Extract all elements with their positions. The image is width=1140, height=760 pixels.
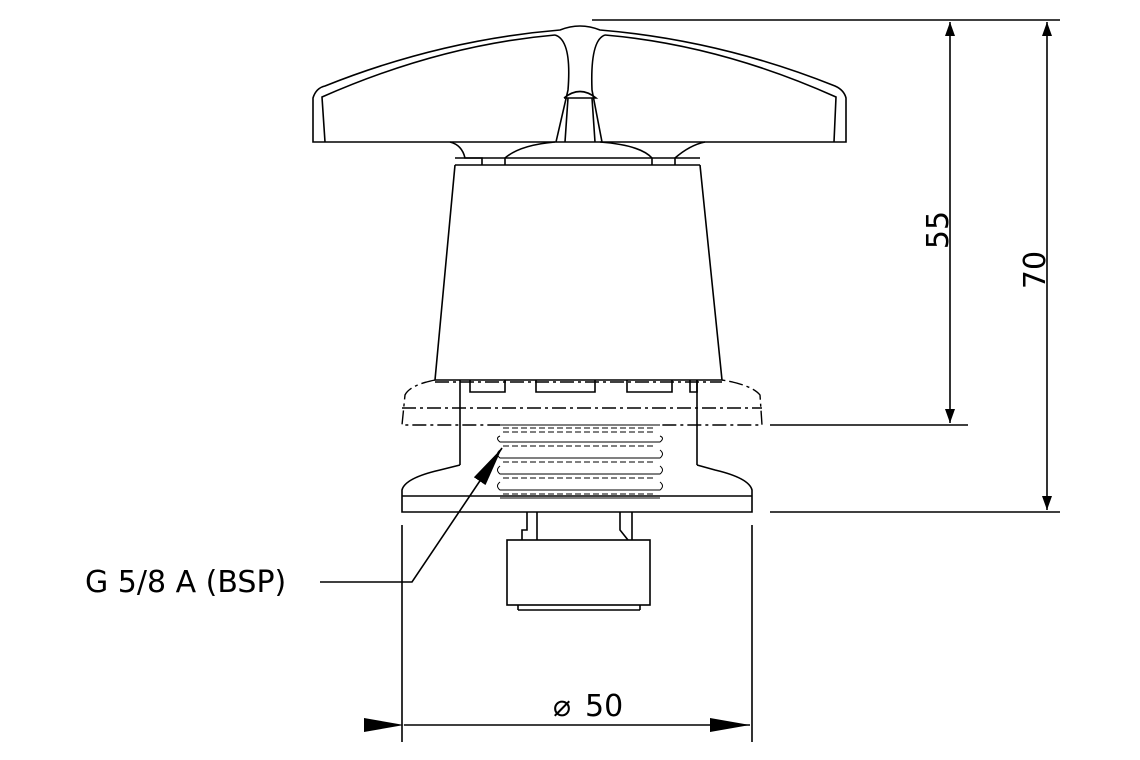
upper-flange — [401, 379, 763, 426]
diameter-symbol: ⌀ — [553, 689, 571, 724]
conical-body — [434, 164, 723, 381]
knob-handle — [312, 25, 847, 143]
neck — [459, 380, 698, 465]
lower-flange — [401, 464, 753, 513]
bottom-cap — [506, 512, 651, 611]
thread — [497, 423, 663, 500]
dimension-diameter-50: 50 — [585, 689, 623, 724]
thread-callout-label: G 5/8 A (BSP) — [85, 565, 286, 600]
dimension-55: 55 — [921, 211, 956, 249]
knob-collar — [449, 141, 706, 166]
thread-leader — [320, 447, 503, 583]
dimension-70: 70 — [1018, 251, 1053, 289]
dimension-lines — [364, 19, 1060, 742]
